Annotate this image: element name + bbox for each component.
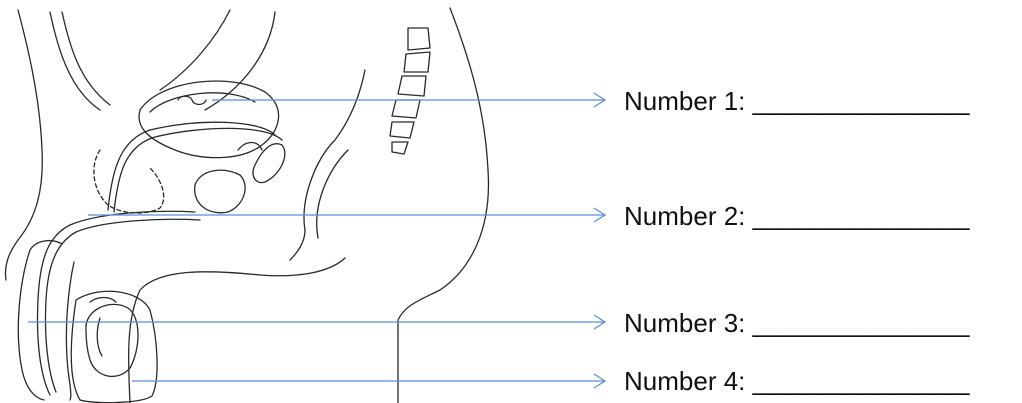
label-number-1: Number 1: _______________ [624, 86, 970, 116]
leader-lines [28, 93, 605, 388]
label-number-2: Number 2: _______________ [624, 201, 970, 231]
label-number-4: Number 4: _______________ [624, 366, 970, 396]
label-number-3: Number 3: _______________ [624, 308, 970, 338]
anatomy-illustration [6, 8, 489, 403]
